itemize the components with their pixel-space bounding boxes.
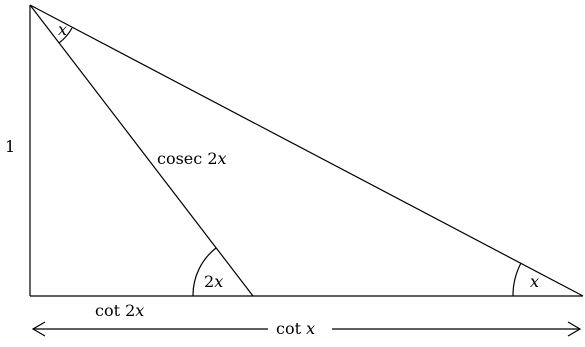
angle-middle-label-var: x <box>214 272 223 291</box>
inner-hypotenuse <box>29 4 254 297</box>
arrowhead-left <box>31 321 46 337</box>
vertical-side-label: 1 <box>5 137 15 156</box>
inner-base-label-fn: cot 2 <box>95 301 135 320</box>
total-base-label-fn: cot <box>276 319 306 338</box>
arrowhead-right <box>567 321 582 337</box>
outer-hypotenuse <box>29 4 584 297</box>
angle-arc-right <box>512 262 522 297</box>
angle-middle-label-num: 2 <box>204 272 214 291</box>
hypotenuse-label: cosec 2x <box>157 149 227 168</box>
angle-arc-top <box>58 27 73 44</box>
angle-arc-middle <box>192 247 217 297</box>
hypotenuse-label-fn: cosec 2 <box>157 149 218 168</box>
inner-base-label-var: x <box>135 301 144 320</box>
angle-top-label: x <box>58 20 67 39</box>
total-base-label: cot x <box>276 319 315 338</box>
inner-base-label: cot 2x <box>95 301 144 320</box>
angle-right-label: x <box>530 272 539 291</box>
angle-middle-label: 2x <box>204 272 223 291</box>
total-base-label-var: x <box>306 319 315 338</box>
hypotenuse-label-var: x <box>218 149 227 168</box>
